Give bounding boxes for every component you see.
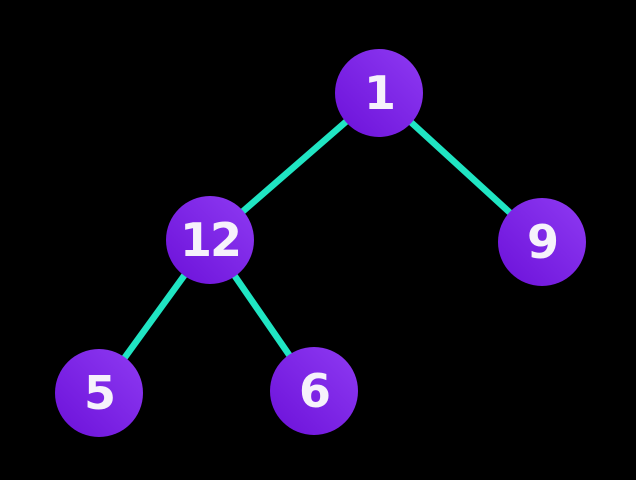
tree-node-5: 5: [55, 349, 143, 437]
tree-node-5-label: 5: [83, 366, 116, 420]
tree-node-6-label: 6: [298, 364, 331, 418]
tree-node-12: 12: [166, 196, 254, 284]
tree-node-1-label: 1: [363, 66, 396, 120]
tree-node-9-label: 9: [526, 215, 559, 269]
tree-node-9: 9: [498, 198, 586, 286]
tree-node-6: 6: [270, 347, 358, 435]
tree-node-1: 1: [335, 49, 423, 137]
tree-node-12-label: 12: [179, 213, 242, 267]
